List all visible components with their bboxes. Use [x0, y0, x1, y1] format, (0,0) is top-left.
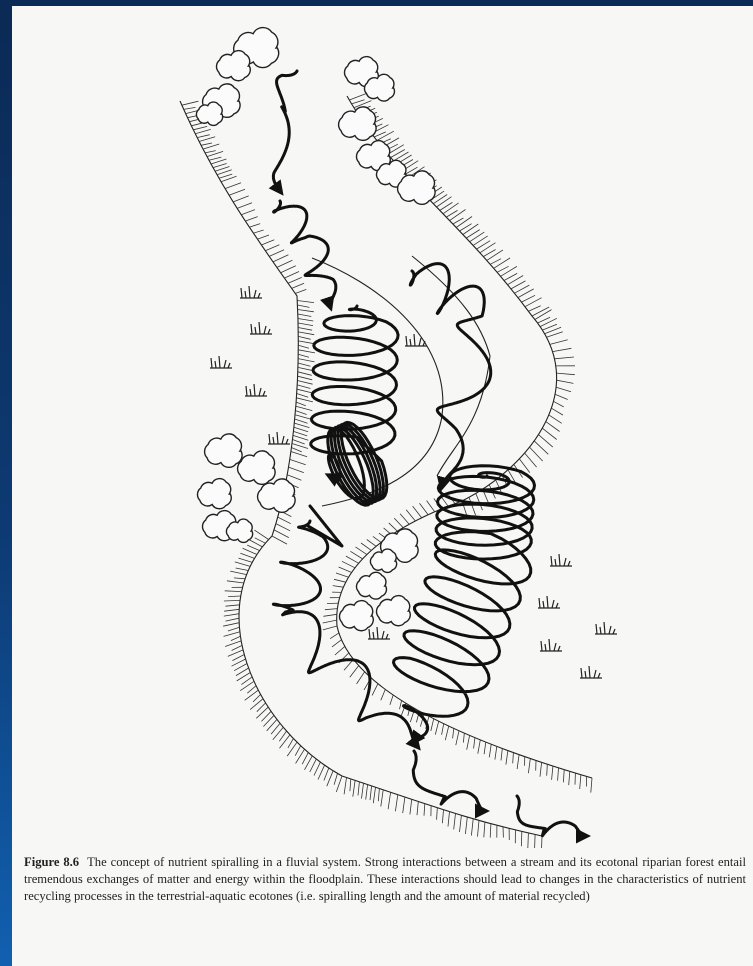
spiral-right-open: [410, 264, 490, 486]
grass-tuft: [538, 596, 560, 608]
grass-tuft: [240, 286, 262, 298]
tree: [205, 434, 243, 467]
grass-tuft: [250, 322, 272, 334]
figure-label: Figure 8.6: [24, 855, 79, 869]
grass-tuft: [540, 639, 562, 651]
spiral-dense-left: [311, 306, 398, 505]
grass-tuft: [268, 432, 290, 444]
tree: [238, 451, 276, 484]
tree: [340, 601, 374, 631]
tree: [356, 572, 386, 599]
nutrient-spiralling-diagram: [12, 6, 753, 848]
tree: [377, 596, 411, 626]
tree: [217, 51, 251, 81]
figure-caption-text: The concept of nutrient spiralling in a …: [24, 855, 746, 903]
grass-tuft: [595, 622, 617, 634]
spiral-outflow-2: [517, 796, 585, 836]
grass-tuft: [580, 666, 602, 678]
tree: [370, 549, 396, 572]
tree: [339, 107, 377, 140]
grass-tuft: [245, 384, 267, 396]
spiral-outflow-1: [413, 751, 484, 811]
grass-tuft: [368, 627, 390, 639]
grass-tuft: [550, 554, 572, 566]
tree: [198, 479, 232, 509]
vegetation: [196, 28, 617, 678]
spiral-top: [273, 71, 297, 191]
grass-tuft: [210, 356, 232, 368]
tree: [196, 102, 222, 125]
